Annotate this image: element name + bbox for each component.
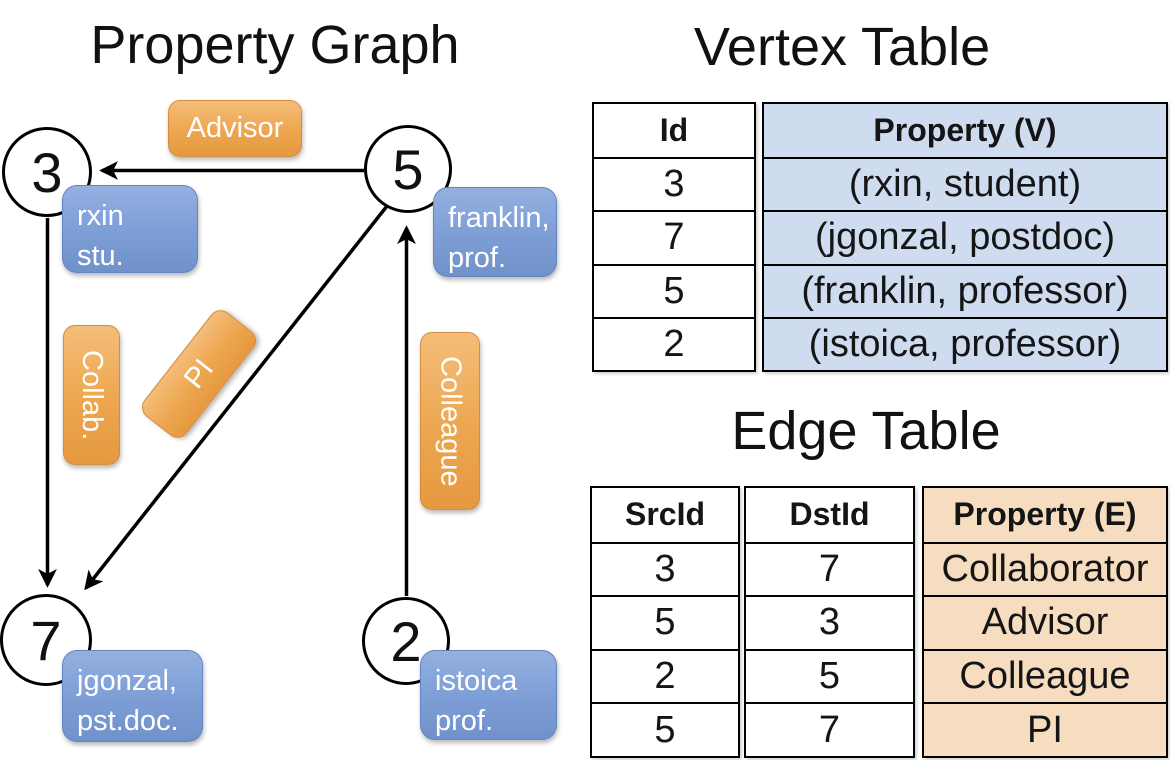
vertex-table-title: Vertex Table — [693, 17, 991, 77]
table-cell: 5 — [746, 648, 913, 703]
edge-label-collab: Collab. — [63, 325, 120, 465]
table-cell: Colleague — [924, 648, 1166, 703]
graph-node-5: 5 — [364, 125, 452, 213]
table-cell: 7 — [746, 702, 913, 756]
vertex-table: Id 3 7 5 2 Property (V) (rxin, student) … — [592, 102, 1168, 372]
edge-table: SrcId 3 5 2 5 DstId 7 3 5 7 Property (E)… — [590, 486, 1168, 758]
graph-edges-layer — [38, 161, 416, 596]
table-cell: 7 — [746, 541, 913, 596]
vertex-label-line: rxin — [77, 200, 124, 232]
table-cell: 5 — [592, 702, 738, 756]
table-cell: Advisor — [924, 595, 1166, 649]
vertex-label-line: prof. — [435, 705, 494, 738]
table-cell: (jgonzal, postdoc) — [764, 210, 1166, 263]
vertex-label-franklin: franklin, prof. — [433, 187, 557, 277]
table-cell: PI — [924, 702, 1166, 756]
column-header-srcid: SrcId — [624, 496, 706, 533]
vertex-label-rxin: rxin stu. — [62, 185, 198, 273]
vertex-label-line: prof. — [448, 242, 507, 275]
vertex-label-line: istoica — [435, 665, 518, 697]
edge-table-dstid-column: DstId 7 3 5 7 — [744, 486, 915, 758]
edge-table-srcid-column: SrcId 3 5 2 5 — [590, 486, 740, 758]
vertex-table-property-column: Property (V) (rxin, student) (jgonzal, p… — [762, 102, 1168, 372]
column-header-id: Id — [659, 112, 689, 149]
column-header-property-e: Property (E) — [953, 496, 1137, 533]
edge-pi-5-to-7 — [84, 204, 389, 591]
table-cell: 3 — [594, 157, 754, 210]
table-cell: (rxin, student) — [764, 157, 1166, 210]
graph-node-2: 2 — [362, 597, 450, 685]
vertex-label-line: pst.doc. — [77, 705, 179, 738]
table-cell: 2 — [592, 648, 738, 703]
edge-label-advisor: Advisor — [168, 100, 302, 157]
table-cell: (istoica, professor) — [764, 316, 1166, 370]
table-cell: 3 — [592, 541, 738, 596]
table-cell: 7 — [594, 210, 754, 263]
vertex-label-jgonzal: jgonzal, pst.doc. — [62, 650, 203, 742]
table-cell: 5 — [594, 263, 754, 317]
column-header-property-v: Property (V) — [873, 112, 1057, 149]
edge-label-colleague: Colleague — [420, 332, 480, 510]
table-cell: 3 — [746, 595, 913, 649]
column-header-dstid: DstId — [789, 496, 870, 533]
vertex-table-id-column: Id 3 7 5 2 — [592, 102, 756, 372]
table-cell: 5 — [592, 595, 738, 649]
table-cell: 2 — [594, 316, 754, 370]
vertex-label-line: jgonzal, — [77, 665, 177, 697]
property-graph-title: Property Graph — [90, 15, 460, 75]
vertex-label-istoica: istoica prof. — [420, 650, 557, 740]
edge-table-title: Edge Table — [731, 401, 1001, 461]
edge-table-property-column: Property (E) Collaborator Advisor Collea… — [922, 486, 1168, 758]
vertex-label-line: stu. — [77, 240, 124, 273]
table-cell: (franklin, professor) — [764, 263, 1166, 317]
vertex-label-line: franklin, — [448, 202, 550, 234]
table-cell: Collaborator — [924, 541, 1166, 596]
